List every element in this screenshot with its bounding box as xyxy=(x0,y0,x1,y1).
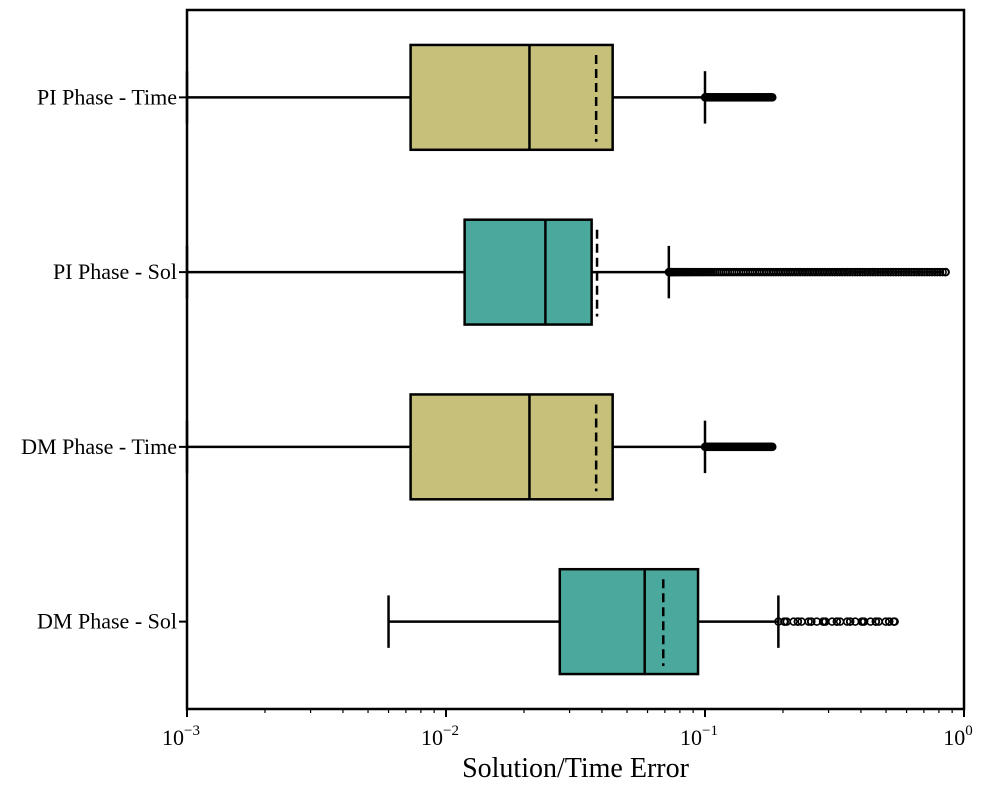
iqr-box xyxy=(558,567,700,676)
outlier-point xyxy=(768,93,777,102)
outlier-point xyxy=(827,617,837,626)
outlier-point xyxy=(904,267,914,277)
outlier-point xyxy=(866,617,875,626)
outlier-point xyxy=(891,267,901,277)
outlier-point xyxy=(925,267,934,277)
outlier-point xyxy=(848,267,857,277)
box-group xyxy=(185,43,777,152)
x-tick-label: 10−2 xyxy=(421,723,459,750)
outlier-point xyxy=(928,267,937,277)
outlier-point xyxy=(909,267,919,277)
outlier-point xyxy=(933,267,942,277)
outlier-point xyxy=(850,267,860,277)
outlier-point xyxy=(922,267,932,277)
iqr-box xyxy=(409,43,614,152)
x-tick-exponent: −1 xyxy=(702,723,718,739)
outlier-point xyxy=(902,267,911,277)
y-tick-label: DM Phase - Sol xyxy=(37,609,177,634)
outlier-point xyxy=(907,267,916,277)
outlier-point xyxy=(938,267,947,277)
box-group xyxy=(387,567,899,676)
outlier-point xyxy=(846,617,855,626)
outliers xyxy=(664,267,950,277)
outlier-point xyxy=(884,267,893,277)
outlier-point xyxy=(768,442,777,452)
plot-frame xyxy=(185,8,966,711)
y-tick-label: DM Phase - Time xyxy=(21,434,177,459)
x-tick-exponent: 0 xyxy=(965,723,973,739)
outlier-point xyxy=(866,267,875,277)
outlier-point xyxy=(917,267,927,277)
outlier-point xyxy=(793,617,803,626)
outlier-point xyxy=(843,267,852,277)
outlier-point xyxy=(930,267,940,277)
outlier-point xyxy=(890,617,899,626)
outlier-point xyxy=(894,267,903,277)
outlier-point xyxy=(885,617,894,626)
outlier-point xyxy=(915,267,924,277)
box-group xyxy=(185,218,950,326)
x-axis-ticks: 10−3 10−2 10−1 100 xyxy=(162,709,973,750)
outliers xyxy=(700,442,777,452)
x-axis-label: Solution/Time Error xyxy=(462,753,690,784)
outlier-point xyxy=(845,267,855,277)
boxes-layer xyxy=(185,43,950,676)
outlier-point xyxy=(935,267,945,277)
outlier-point xyxy=(789,617,798,626)
y-tick-label: PI Phase - Sol xyxy=(53,259,177,284)
outlier-point xyxy=(886,267,895,277)
outlier-point xyxy=(878,267,888,277)
outlier-point xyxy=(807,617,816,626)
box-group xyxy=(185,393,777,501)
iqr-box xyxy=(409,393,614,501)
outliers xyxy=(700,93,777,102)
x-tick-exponent: −3 xyxy=(184,723,200,739)
outlier-point xyxy=(881,617,890,626)
iqr-box xyxy=(463,218,593,326)
outlier-point xyxy=(881,267,890,277)
x-tick-label: 10−1 xyxy=(680,723,718,750)
outlier-point xyxy=(853,267,862,277)
x-tick-exponent: −2 xyxy=(443,723,459,739)
outlier-point xyxy=(920,267,929,277)
y-tick-label: PI Phase - Time xyxy=(37,84,177,109)
outlier-point xyxy=(855,267,865,277)
outlier-point xyxy=(896,267,906,277)
x-tick-label: 10−3 xyxy=(162,723,200,750)
outlier-point xyxy=(912,267,921,277)
outlier-point xyxy=(871,617,881,626)
outlier-point xyxy=(860,267,870,277)
outliers xyxy=(774,617,899,626)
y-axis-labels: PI Phase - Time PI Phase - Sol DM Phase - … xyxy=(21,84,187,634)
outlier-point xyxy=(868,267,878,277)
outlier-point xyxy=(863,267,872,277)
outlier-point xyxy=(899,267,908,277)
outlier-point xyxy=(889,267,898,277)
outlier-point xyxy=(842,617,852,626)
outlier-point xyxy=(876,267,885,277)
outlier-point xyxy=(941,267,950,277)
outlier-point xyxy=(858,267,867,277)
outlier-point xyxy=(873,267,883,277)
outlier-point xyxy=(832,617,842,626)
x-tick-label: 100 xyxy=(943,723,973,750)
outlier-point xyxy=(871,267,880,277)
